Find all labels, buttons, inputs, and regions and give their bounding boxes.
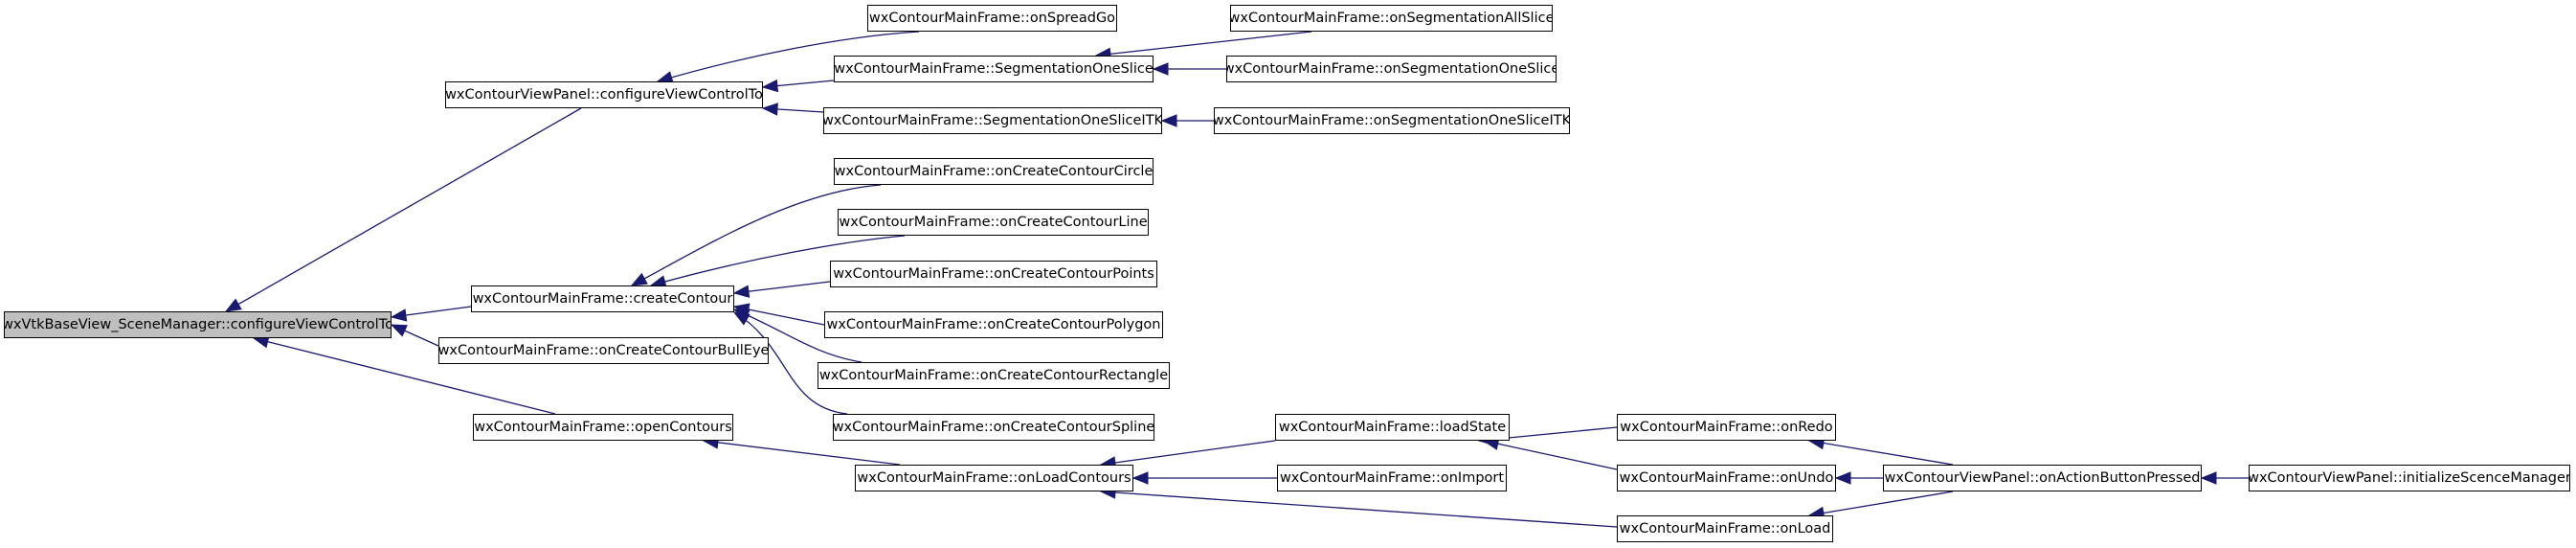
node-on-load[interactable]: wxContourMainFrame::onLoad [1617,515,1833,542]
node-cvp-configure[interactable]: wxContourViewPanel::configureViewControl… [445,81,763,108]
edge-load_contours-to-open_contours [703,440,901,466]
edge-points-to-create_contour [733,281,831,294]
edge-rectangle-to-create_contour [733,308,862,363]
edge-load_state-to-load_contours [1100,440,1276,466]
edge-arrowhead [732,311,750,326]
node-seg-one-slice-itk[interactable]: wxContourMainFrame::SegmentationOneSlice… [823,107,1162,134]
node-action-button[interactable]: wxContourViewPanel::onActionButtonPresse… [1883,465,2202,491]
edge-cvp_configure-to-root [225,107,582,312]
edge-spline-to-create_contour [733,311,848,415]
node-on-seg-one-slice-itk[interactable]: wxContourMainFrame::onSegmentationOneSli… [1214,107,1570,134]
node-circle[interactable]: wxContourMainFrame::onCreateContourCircl… [834,158,1154,185]
edge-arrowhead [390,308,408,322]
node-bulleye[interactable]: wxContourMainFrame::onCreateContourBullE… [438,337,769,364]
edge-arrowhead [761,103,778,116]
edge-arrowhead [1131,471,1149,485]
edge-open_contours-to-root [253,337,556,415]
edge-on_undo-to-load_state [1483,440,1618,470]
node-load-state[interactable]: wxContourMainFrame::loadState [1275,414,1510,441]
edge-action_button-to-on_load [1808,491,1954,516]
edge-spread_go-to-cvp_configure [657,31,920,82]
node-points[interactable]: wxContourMainFrame::onCreateContourPoint… [830,261,1157,287]
edge-arrowhead [2200,471,2217,485]
node-spread-go[interactable]: wxContourMainFrame::onSpreadGo [867,5,1117,32]
node-on-undo[interactable]: wxContourMainFrame::onUndo [1617,465,1836,491]
edge-arrowhead [761,79,779,93]
edge-arrowhead [1152,62,1169,76]
edge-arrowhead [390,324,408,337]
edge-arrowhead [1160,114,1177,127]
node-load-contours[interactable]: wxContourMainFrame::onLoadContours [855,465,1133,491]
node-spline[interactable]: wxContourMainFrame::onCreateContourSplin… [833,414,1154,441]
node-line[interactable]: wxContourMainFrame::onCreateContourLine [838,209,1149,236]
edge-circle-to-create_contour [631,184,882,286]
node-seg-one-slice[interactable]: wxContourMainFrame::SegmentationOneSlice [834,56,1154,82]
edge-line-to-create_contour [650,235,906,286]
node-init-scene[interactable]: wxContourViewPanel::initializeScenceMana… [2249,465,2570,491]
node-on-redo[interactable]: wxContourMainFrame::onRedo [1617,414,1836,441]
edge-arrowhead [732,285,750,298]
node-create-contour[interactable]: wxContourMainFrame::createContour [471,285,734,312]
node-root[interactable]: wxVtkBaseView_SceneManager::configureVie… [4,311,392,338]
edge-on_seg_all_slice-to-seg_one_slice [1095,31,1312,57]
edge-on_load-to-load_contours [1100,491,1618,528]
edge-arrowhead [224,298,242,312]
edge-arrowhead [1834,471,1851,485]
edge-arrowhead [630,272,648,286]
node-open-contours[interactable]: wxContourMainFrame::openContours [473,414,733,441]
node-on-seg-all-slice[interactable]: wxContourMainFrame::onSegmentationAllSli… [1230,5,1553,32]
node-polygon[interactable]: wxContourMainFrame::onCreateContourPolyg… [824,311,1163,338]
node-rectangle[interactable]: wxContourMainFrame::onCreateContourRecta… [818,362,1170,389]
edge-action_button-to-on_redo [1808,440,1954,466]
node-on-import[interactable]: wxContourMainFrame::onImport [1277,465,1507,491]
node-on-seg-one-slice[interactable]: wxContourMainFrame::onSegmentationOneSli… [1226,56,1557,82]
